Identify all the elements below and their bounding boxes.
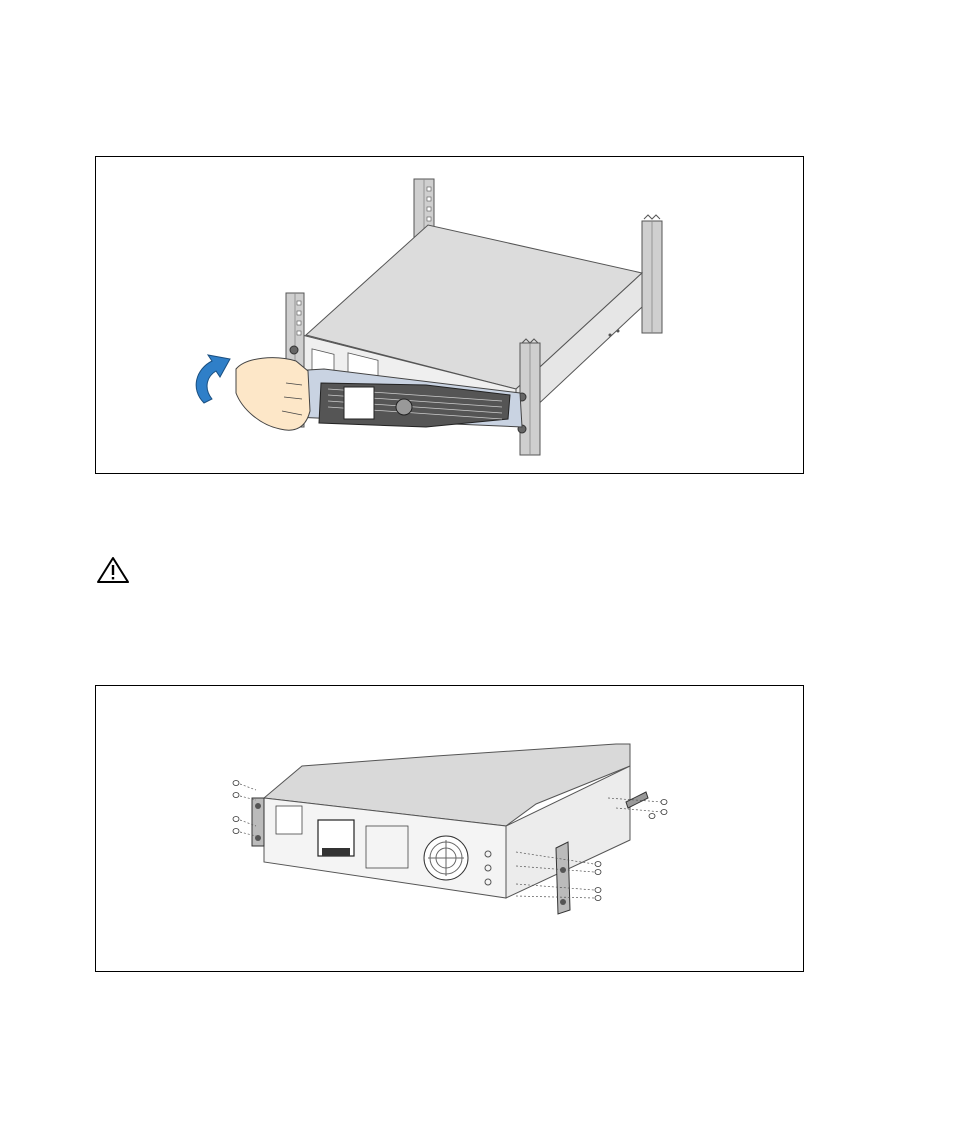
lift-arrow [196, 355, 230, 403]
figure-bezel-removal [95, 156, 804, 474]
warning-triangle-icon [96, 556, 130, 584]
rack-post-front-right [518, 339, 540, 455]
rack-ups-illustration [96, 157, 805, 475]
hand [236, 358, 310, 430]
ups-bracket-illustration [96, 686, 805, 973]
figure-rail-bracket-install [95, 685, 804, 972]
fan-grille [424, 836, 468, 880]
rack-post-back-right [642, 215, 662, 333]
